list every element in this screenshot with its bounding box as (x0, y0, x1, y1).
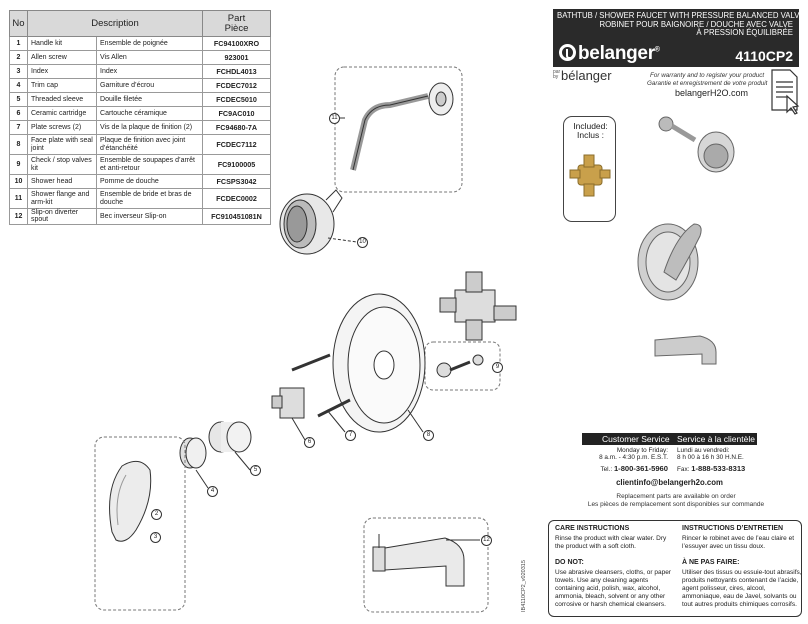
title-line-3: À PRESSION ÉQUILIBRÉE (696, 28, 793, 38)
rough-in-valve-photo (569, 154, 611, 197)
threaded-sleeve-icon (208, 421, 252, 453)
warranty-text-en: For warranty and to register your produc… (650, 72, 765, 79)
row-desc-fr: Ensemble de bride et bras de douche (96, 188, 203, 209)
support-email[interactable]: clientinfo@belangerh2o.com (616, 478, 723, 487)
care-instructions-box: CARE INSTRUCTIONS INSTRUCTIONS D’ENTRETI… (548, 520, 802, 617)
tub-spout-icon (372, 534, 465, 587)
do-not-text-fr: Utiliser des tissus ou essuie-tout abras… (682, 569, 802, 608)
replacement-note-fr: Les pièces de remplacement sont disponib… (587, 500, 765, 508)
face-plate-icon (332, 293, 426, 433)
included-label-fr: Inclus : (577, 130, 604, 141)
model-number: 4110CP2 (735, 48, 793, 64)
brand-name: belanger (578, 43, 655, 64)
shower-head-icon (279, 189, 343, 255)
included-label: Included: Inclus : (564, 121, 617, 141)
brand-logo: belanger® (559, 43, 660, 65)
callout-11: 11 (329, 113, 340, 124)
care-title-fr: INSTRUCTIONS D’ENTRETIEN (682, 525, 784, 532)
callout-5: 5 (250, 465, 261, 476)
title-line-1: BATHTUB / SHOWER FAUCET WITH PRESSURE BA… (557, 11, 805, 20)
care-title-en: CARE INSTRUCTIONS (555, 525, 630, 532)
header-part-en: Part (227, 12, 246, 24)
row-part-number: FC910451081N (202, 208, 271, 225)
included-box: Included: Inclus : (563, 116, 616, 222)
spout-photo (654, 335, 717, 365)
callout-9: 9 (492, 362, 503, 373)
replacement-note: Replacement parts are available on order… (552, 493, 800, 509)
included-label-en: Included: (573, 121, 608, 131)
product-title: BATHTUB / SHOWER FAUCET WITH PRESSURE BA… (557, 11, 805, 38)
phone-number: 1-800-361-5960 (613, 464, 668, 473)
warranty-text-fr: Garantie et enregistrement de votre prod… (647, 80, 768, 87)
register-url[interactable]: belangerH2O.com (675, 88, 749, 98)
header-description: Description (27, 10, 203, 37)
shower-arm-icon (350, 82, 454, 171)
fax-line: Fax: 1-888-533-8313 (677, 464, 746, 474)
care-text-en: Rinse the product with clear water. Dry … (555, 535, 667, 550)
customer-service-title-en: Customer Service (602, 434, 670, 444)
phone-line: Tel.: 1-800-361-5960 (582, 464, 668, 474)
document-code: IB4110CP2_v020315 (521, 560, 527, 612)
callout-2: 2 (151, 509, 162, 520)
do-not-title-en: DO NOT: (555, 559, 584, 566)
check-valve-icon (436, 354, 484, 378)
cartridge-icon (271, 387, 305, 419)
hours-fr: Lundi au vendredi: 8 h 00 à 16 h 30 H.N.… (677, 447, 744, 462)
product-header: BATHTUB / SHOWER FAUCET WITH PRESSURE BA… (553, 9, 805, 67)
callout-3: 3 (150, 532, 161, 543)
title-line-2: ROBINET POUR BAIGNOIRE / DOUCHE AVEC VAL… (599, 19, 793, 29)
register-brand: bélanger (561, 68, 612, 83)
hours-fr-line-2: 8 h 00 à 16 h 30 H.N.E. (677, 454, 744, 462)
hours-en-line-2: 8 a.m. - 4:30 p.m. E.S.T. (599, 454, 668, 462)
trim-plate-photo (637, 223, 702, 301)
hours-fr-line-1: Lundi au vendredi: (677, 447, 730, 454)
row-desc-en: Shower flange and arm-kit (26, 188, 98, 209)
row-desc-fr: Bec inverseur Slip-on (96, 208, 203, 225)
callout-6: 6 (304, 437, 315, 448)
hours-en: Monday to Friday: 8 a.m. - 4:30 p.m. E.S… (582, 447, 668, 462)
tel-label: Tel.: (600, 466, 613, 473)
fax-number: 1-888-533-8313 (691, 464, 746, 473)
plate-screws-icon (291, 353, 351, 418)
registered-mark: ® (654, 46, 660, 54)
brand-logo-icon (559, 44, 576, 61)
shower-head-photo (658, 116, 735, 173)
valve-body-icon (439, 271, 517, 341)
document-icon (771, 69, 800, 115)
row-part-number: FCDEC0002 (202, 188, 271, 209)
care-text-fr: Rincer le robinet avec de l’eau claire e… (682, 535, 795, 550)
customer-service-title-fr: Service à la clientèle (677, 434, 755, 444)
customer-service-bar: Customer Service Service à la clientèle (582, 433, 757, 445)
do-not-text-en: Use abrasive cleansers, cloths, or paper… (555, 569, 671, 608)
fax-label: Fax: (677, 466, 690, 473)
lever-handle-icon (109, 460, 152, 542)
callout-4: 4 (207, 486, 218, 497)
row-desc-en: Check / stop valves kit (26, 154, 98, 175)
callout-8: 8 (423, 430, 434, 441)
callout-10: 10 (357, 237, 368, 248)
hours-en-line-1: Monday to Friday: (616, 447, 668, 454)
par-by-label: par by (553, 69, 561, 80)
callout-12: 12 (481, 535, 492, 546)
callout-7: 7 (345, 430, 356, 441)
replacement-note-en: Replacement parts are available on order (616, 493, 736, 500)
row-desc-en: Slip-on diverter spout (26, 208, 98, 225)
header-part-fr: Pièce (224, 22, 249, 34)
do-not-title-fr: À NE PAS FAIRE: (682, 559, 740, 566)
